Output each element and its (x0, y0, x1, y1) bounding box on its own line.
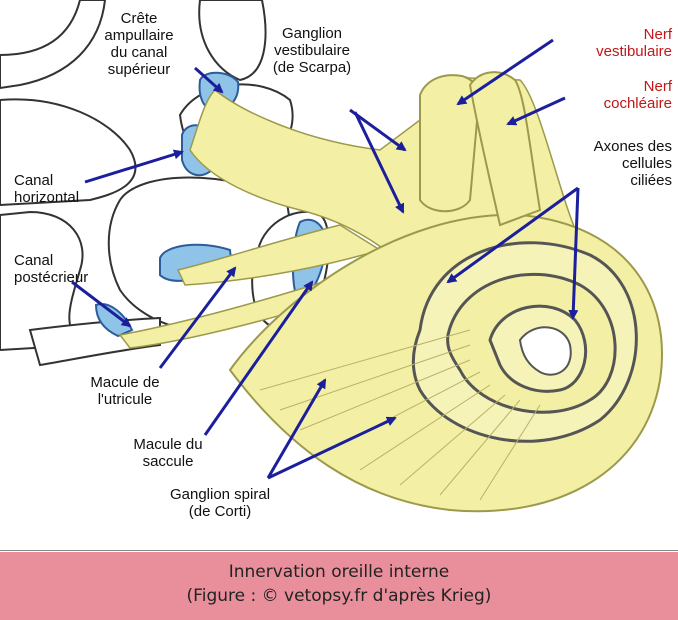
label-line: vestibulaire (252, 42, 372, 59)
label-line: vestibulaire (552, 43, 672, 60)
label-line: cellules (552, 155, 672, 172)
label-line: ampullaire (84, 27, 194, 44)
label-line: supérieur (84, 61, 194, 78)
label-line: Ganglion (252, 25, 372, 42)
label-line: Nerf (552, 26, 672, 43)
label-canal-horizontal: Canal horizontal (14, 172, 114, 206)
label-axones-cellules-ciliees: Axones des cellules ciliées (552, 138, 672, 189)
label-line: (de Scarpa) (252, 59, 372, 76)
label-line: Axones des (552, 138, 672, 155)
label-line: du canal (84, 44, 194, 61)
label-nerf-cochleaire: Nerf cochléaire (552, 78, 672, 112)
figure-caption: Innervation oreille interne (Figure : © … (0, 552, 678, 620)
label-line: ciliées (552, 172, 672, 189)
label-line: horizontal (14, 189, 114, 206)
label-line: Crête (84, 10, 194, 27)
caption-credit: (Figure : © vetopsy.fr d'après Krieg) (0, 584, 678, 608)
label-line: l'utricule (70, 391, 180, 408)
label-ganglion-vestibulaire: Ganglion vestibulaire (de Scarpa) (252, 25, 372, 76)
caption-title: Innervation oreille interne (0, 560, 678, 584)
label-line: (de Corti) (150, 503, 290, 520)
label-line: Macule de (70, 374, 180, 391)
label-macule-saccule: Macule du saccule (118, 436, 218, 470)
label-line: Nerf (552, 78, 672, 95)
label-line: Macule du (118, 436, 218, 453)
label-line: saccule (118, 453, 218, 470)
inner-ear-diagram: Crête ampullaire du canal supérieur Gang… (0, 0, 678, 551)
label-line: Canal (14, 172, 114, 189)
label-line: Canal (14, 252, 124, 269)
label-line: Ganglion spiral (150, 486, 290, 503)
label-macule-utricule: Macule de l'utricule (70, 374, 180, 408)
label-ganglion-spiral: Ganglion spiral (de Corti) (150, 486, 290, 520)
label-line: postécrieur (14, 269, 124, 286)
label-canal-posterieur: Canal postécrieur (14, 252, 124, 286)
label-crete-ampullaire: Crête ampullaire du canal supérieur (84, 10, 194, 78)
label-line: cochléaire (552, 95, 672, 112)
label-nerf-vestibulaire: Nerf vestibulaire (552, 26, 672, 60)
